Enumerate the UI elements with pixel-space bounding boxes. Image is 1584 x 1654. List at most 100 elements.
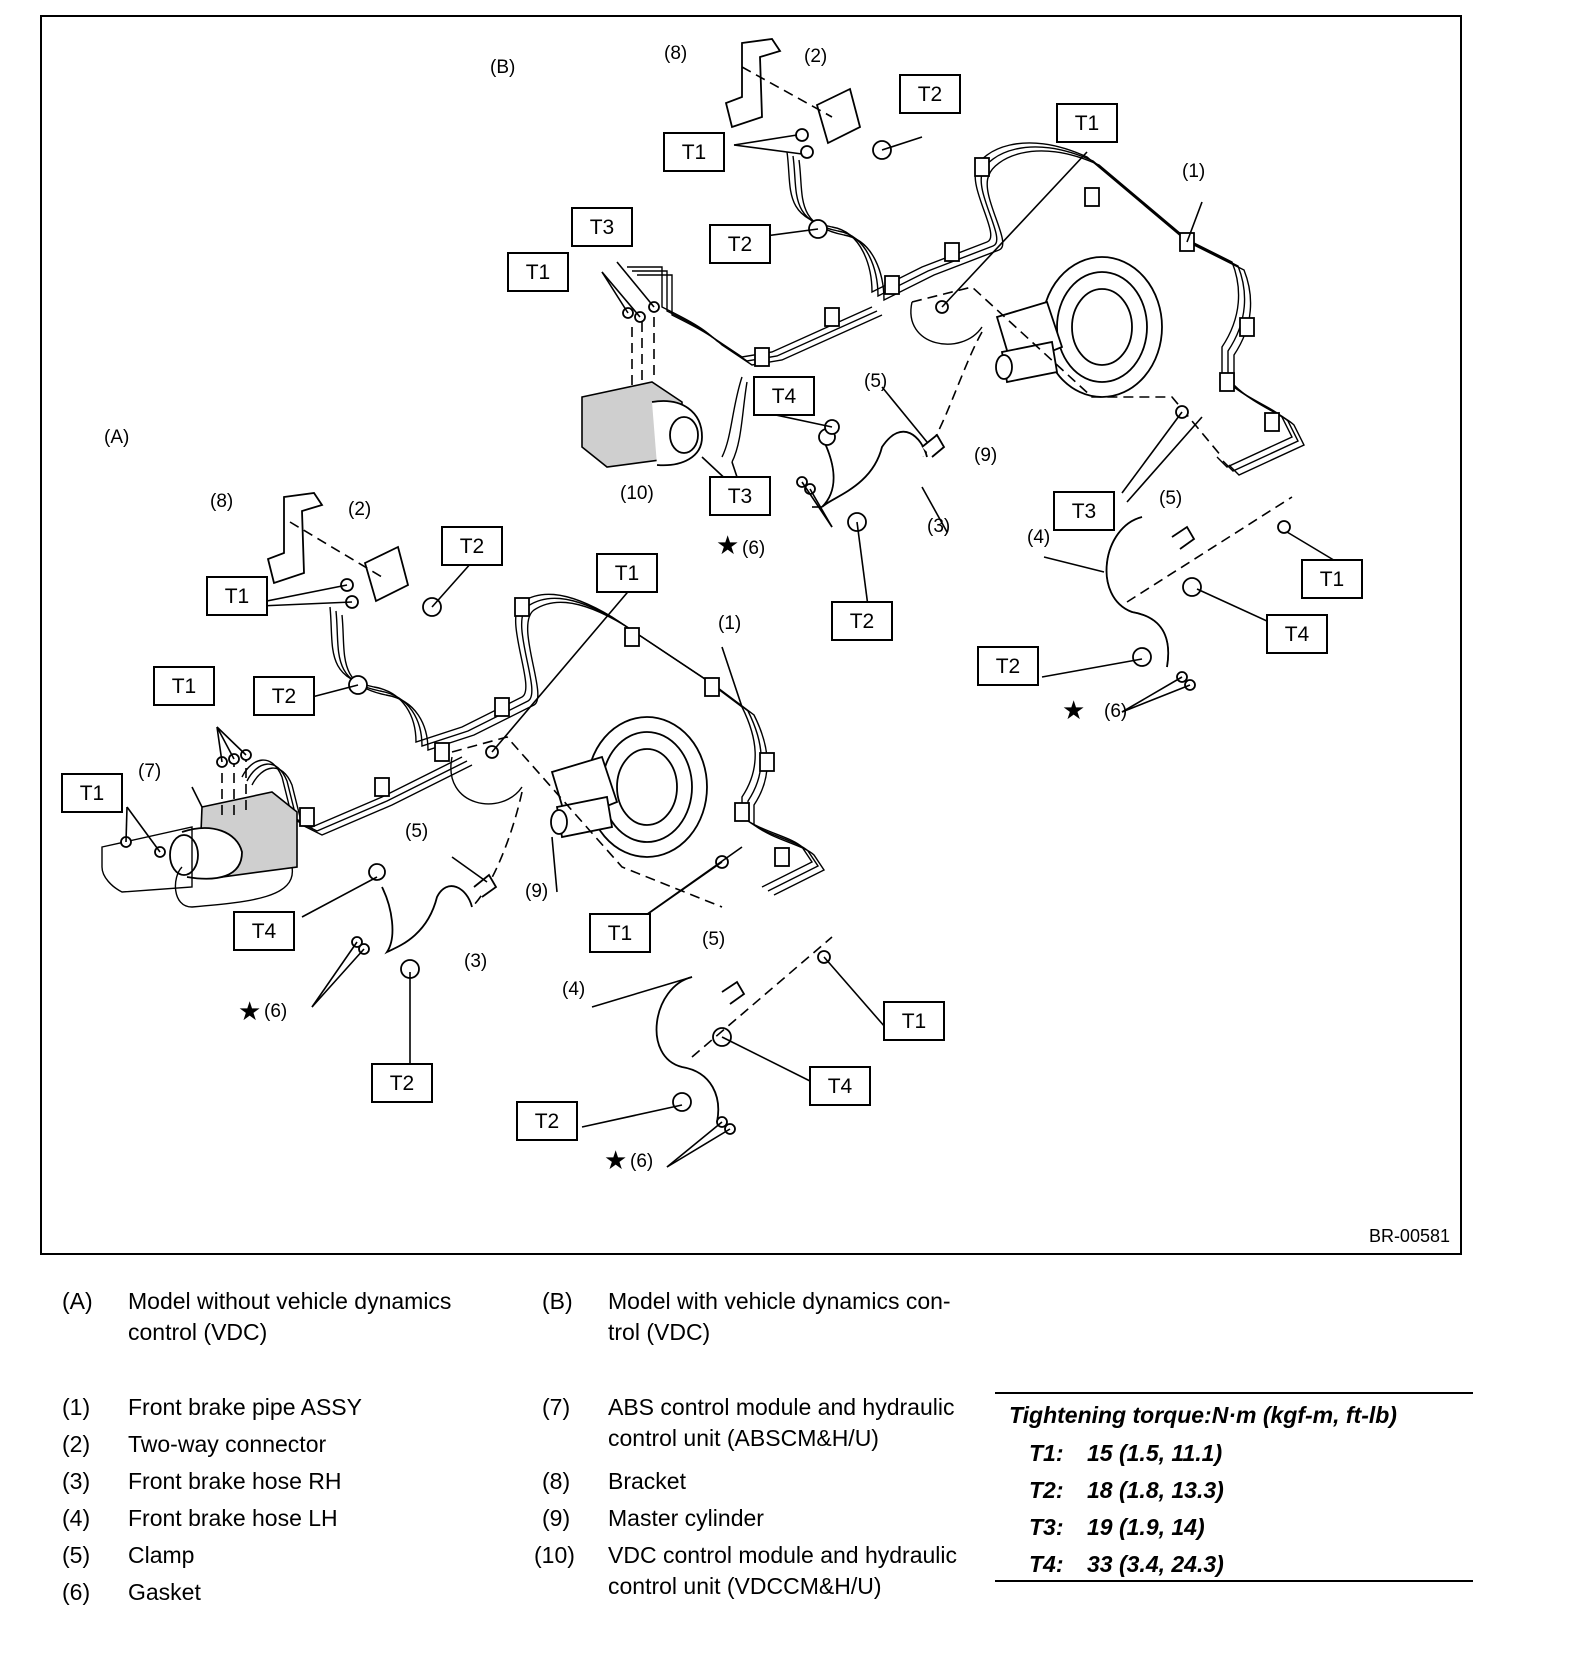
t1-label-text: T1	[526, 261, 551, 284]
brake-line-diagram: (A)(B)T1T2T2T3T1T1T4T3T2T3T1T4T2T1T2T2T1…	[61, 38, 1363, 1176]
undefined: (9)	[525, 881, 548, 902]
dashed-assembly-line	[921, 331, 983, 458]
leader-line	[216, 726, 235, 760]
abs-motor-end	[169, 834, 199, 876]
t2-label-text: T2	[272, 685, 297, 708]
t2-label-box	[371, 1063, 433, 1103]
clamp-part	[473, 873, 498, 898]
leader-line	[1121, 684, 1191, 713]
parts-legend-description-line: control unit (VDCCM&H/U)	[608, 1573, 882, 1599]
front-brake-pipe-line	[329, 593, 814, 888]
t1-label-box	[596, 553, 658, 593]
leader-line	[1126, 416, 1203, 503]
undefined: (4)	[1027, 527, 1050, 548]
undefined: (2)	[348, 499, 371, 520]
t4-label: T4	[753, 376, 815, 416]
leader-line	[311, 941, 358, 1008]
t3-label-text: T3	[590, 216, 615, 239]
leader-line	[616, 261, 655, 308]
panel-legend-code: (B)	[542, 1288, 573, 1314]
undefined: (5)	[702, 929, 725, 950]
t2-label-box	[516, 1101, 578, 1141]
leader-line	[881, 386, 928, 443]
brake-booster-ring	[1071, 288, 1133, 366]
leader-line	[881, 136, 923, 151]
t1-label-text: T1	[682, 141, 707, 164]
parts-legend-description-line: Two-way connector	[128, 1431, 327, 1457]
pipe-clip-part	[624, 627, 640, 647]
t4-label-box	[809, 1066, 871, 1106]
vdc-motor-end	[669, 416, 699, 454]
undefined: (6)	[1104, 701, 1127, 722]
star-icon: ★	[716, 531, 739, 561]
star-icon: ★	[604, 1146, 627, 1176]
torque-table: Tightening torque:N·m (kgf-m, ft-lb) T1:…	[995, 1392, 1473, 1582]
pipe-clip-part	[1239, 317, 1255, 337]
star-icon: ★	[1062, 696, 1085, 726]
t4-label-text: T4	[772, 385, 797, 408]
t2-label-text: T2	[728, 233, 753, 256]
undefined: (8)	[210, 491, 233, 512]
parts-legend-description-line: Front brake hose RH	[128, 1468, 342, 1494]
t1-label: T1	[596, 553, 658, 593]
leader-line	[666, 1121, 723, 1168]
t1-label-box	[507, 252, 569, 292]
t1-label-text: T1	[172, 675, 197, 698]
pipe-clip-part	[734, 802, 750, 822]
pipe-clip-part	[754, 347, 770, 367]
front-brake-hose-rh-part	[821, 430, 928, 508]
leader-line	[721, 646, 743, 708]
parts-legend-code: (10)	[534, 1542, 575, 1568]
t3-label: T3	[709, 476, 771, 516]
parts-legend-description-line: Bracket	[608, 1468, 686, 1494]
parts-legend-description-line: Front brake pipe ASSY	[128, 1394, 362, 1420]
leader-line	[311, 684, 359, 698]
t1-label-text: T1	[902, 1010, 927, 1033]
undefined: (1)	[718, 613, 741, 634]
t1-label: T1	[507, 252, 569, 292]
t4-label: T4	[233, 911, 295, 951]
leader-line	[809, 488, 833, 528]
undefined: (6)	[742, 538, 765, 559]
bolt-part	[1182, 577, 1202, 597]
t1-label-text: T1	[80, 782, 105, 805]
torque-value: 19 (1.9, 14)	[1087, 1514, 1205, 1540]
parts-legend-code: (2)	[62, 1431, 91, 1457]
brake-booster-ring	[616, 748, 678, 826]
pipe-clip-part	[1264, 412, 1280, 432]
leader-line	[581, 1104, 683, 1128]
leader-line	[431, 561, 473, 608]
t1-label: T1	[1301, 559, 1363, 599]
figure-id: BR-00581	[1368, 1226, 1450, 1246]
panel-legend-code: (A)	[62, 1288, 93, 1314]
t2-label: T2	[371, 1063, 433, 1103]
t2-label-box	[831, 601, 893, 641]
dashed-assembly-line	[1126, 496, 1293, 603]
pipe-clip-part	[974, 157, 990, 177]
bolt-part	[795, 128, 809, 142]
pipe-clip-part	[704, 677, 720, 697]
pipe-clip-part	[494, 697, 510, 717]
clamp-part	[721, 980, 746, 1005]
leader-line	[591, 976, 693, 1008]
torque-key: T3:	[1029, 1514, 1064, 1540]
undefined: (7)	[138, 761, 161, 782]
parts-legend-description-line: Gasket	[128, 1579, 201, 1605]
dashed-assembly-line	[911, 286, 1223, 458]
t2-label: T2	[899, 74, 961, 114]
dashed-assembly-line	[289, 521, 383, 578]
t3-label-text: T3	[728, 485, 753, 508]
pipe-clip-part	[824, 307, 840, 327]
t1-label-box	[663, 132, 725, 172]
leader-line	[491, 586, 633, 753]
t4-label-text: T4	[1285, 623, 1310, 646]
panel-b-label: (B)	[490, 57, 515, 78]
t1-label-text: T1	[615, 562, 640, 585]
t2-label-text: T2	[390, 1072, 415, 1095]
leader-line	[1121, 411, 1183, 494]
leader-line	[1043, 556, 1105, 573]
torque-key: T2:	[1029, 1477, 1064, 1503]
t2-label-text: T2	[535, 1110, 560, 1133]
t1-label-text: T1	[1075, 112, 1100, 135]
